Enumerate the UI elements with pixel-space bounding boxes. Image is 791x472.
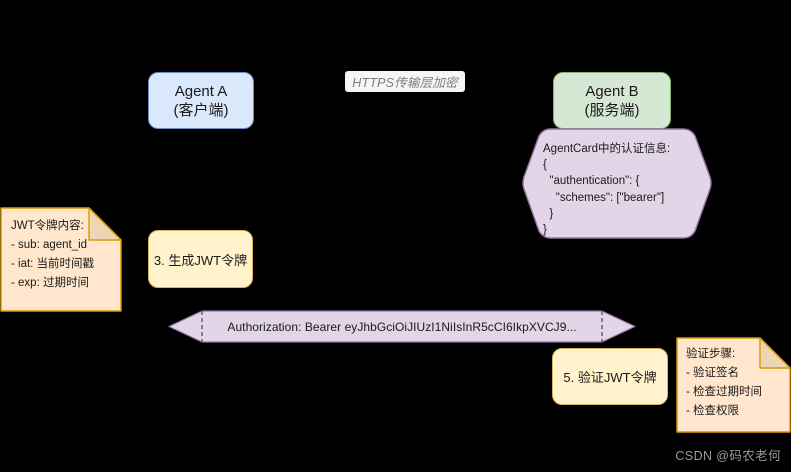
node-agent-a[interactable]: Agent A (客户端) [148,72,254,129]
note-verify-steps-label: 验证步骤: - 验证签名 - 检查过期时间 - 检查权限 [686,348,763,417]
node-verify-jwt-label: 5. 验证JWT令牌 [563,370,657,385]
node-agent-b-label: Agent B (服务端) [584,82,640,119]
watermark: CSDN @码农老何 [675,449,781,463]
node-agent-b[interactable]: Agent B (服务端) [553,72,671,129]
flow-authorization-header[interactable]: Authorization: Bearer eyJhbGciOiJIUzI1Ni… [168,310,636,343]
note-shape-icon [676,337,791,433]
hexagon-shape-icon [522,128,712,239]
node-agent-a-label: Agent A (客户端) [173,82,229,119]
note-jwt-content-label: JWT令牌内容: - sub: agent_id - iat: 当前时间戳 - … [11,220,95,289]
label-https-transport-text: HTTPS传输层加密 [352,76,458,90]
node-generate-jwt-label: 3. 生成JWT令牌 [153,252,248,268]
flow-authorization-header-label: Authorization: Bearer eyJhbGciOiJIUzI1Ni… [227,319,577,334]
node-verify-jwt[interactable]: 5. 验证JWT令牌 [552,348,668,405]
note-jwt-content[interactable]: JWT令牌内容: - sub: agent_id - iat: 当前时间戳 - … [0,207,122,312]
note-verify-steps[interactable]: 验证步骤: - 验证签名 - 检查过期时间 - 检查权限 [676,337,791,433]
double-arrow-banner-icon [168,310,636,343]
node-agent-card-label: AgentCard中的认证信息: { "authentication": { "… [543,143,671,237]
node-agent-card[interactable]: AgentCard中的认证信息: { "authentication": { "… [521,127,713,240]
note-shape-icon [0,207,122,312]
node-generate-jwt[interactable]: 3. 生成JWT令牌 [148,230,253,288]
label-https-transport: HTTPS传输层加密 [345,71,465,92]
